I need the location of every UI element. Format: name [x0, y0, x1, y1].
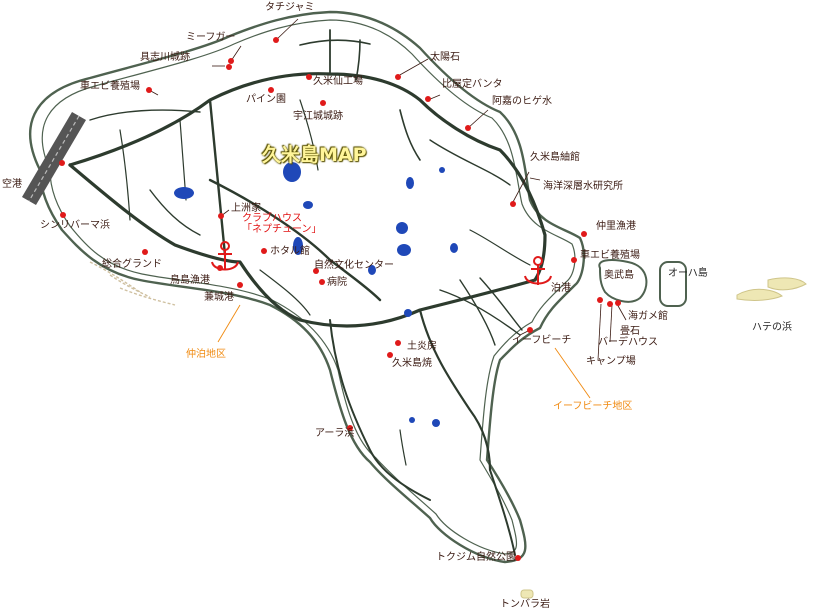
label-pine-garden: パイン園	[246, 94, 286, 105]
label-tomari-port: 泊港	[551, 283, 571, 294]
dot-gushikawa	[226, 64, 232, 70]
sandbars	[89, 261, 176, 306]
dot-turtle	[615, 300, 621, 306]
label-taiyoseki: 太陽石	[430, 52, 460, 63]
dot-kaneshiro	[237, 282, 243, 288]
label-nakazato-port: 仲里漁港	[596, 221, 636, 232]
dot-aara	[347, 425, 353, 431]
label-tachijami: タチジャミ	[265, 2, 315, 13]
dot-taiyoseki	[395, 74, 401, 80]
label-eef-beach: イーフビーチ	[512, 335, 572, 346]
label-shrimp-farm-e: 車エビ養殖場	[580, 250, 640, 261]
label-shinri-beach: シンリバーマ浜	[40, 220, 110, 231]
area-leader-lines	[217, 304, 591, 399]
label-hospital: 病院	[327, 277, 347, 288]
coastline	[29, 10, 585, 564]
dot-nature	[313, 268, 319, 274]
label-torishima-port: 鳥島漁港	[170, 275, 210, 286]
dot-aka	[465, 125, 471, 131]
label-tsumugi: 久米島紬館	[530, 152, 580, 163]
label-ou-island: オーハ島	[668, 268, 708, 279]
dot-mifuga	[228, 58, 234, 64]
label-tokujimu-park: トクジム自然公園	[436, 552, 516, 563]
dot-hospital	[319, 279, 325, 285]
label-ojima: 奥武島	[604, 270, 634, 281]
dot-airport	[59, 160, 65, 166]
anchor-icon	[524, 256, 552, 285]
label-eef-area: イーフビーチ地区	[553, 401, 633, 412]
dot-doenbo	[395, 340, 401, 346]
label-hotaru: ホタル館	[270, 246, 310, 257]
dot-torishima	[217, 265, 223, 271]
label-neptune: 「ネプチューン」	[242, 224, 322, 235]
label-tonbara-rock: トンバラ岩	[500, 599, 550, 610]
label-sports-ground: 総合グランド	[102, 259, 162, 270]
label-kume-yaki: 久米島焼	[392, 358, 432, 369]
dot-shrimp-e	[571, 257, 577, 263]
label-airport: 空港	[2, 179, 22, 190]
dot-tokujimu	[515, 555, 521, 561]
map-title: 久米島MAP	[262, 144, 367, 166]
label-camp-site: キャンプ場	[586, 356, 636, 367]
label-turtle-hall: 海ガメ館	[628, 311, 668, 322]
label-kume-sengyo: 久米仙工場	[313, 76, 363, 87]
dot-uegusuku	[320, 100, 326, 106]
label-club-house: クラブハウス	[242, 213, 302, 224]
label-uegusuku-castle: 宇江城城跡	[293, 111, 343, 122]
dot-kume-yaki	[387, 352, 393, 358]
dot-ojima	[597, 297, 603, 303]
islands	[520, 259, 807, 599]
dot-kume-sengyo	[306, 74, 312, 80]
label-hiyajo-banta: 比屋定バンタ	[442, 79, 503, 90]
airport-runway	[22, 112, 86, 205]
label-aara-beach: アーラ浜	[315, 428, 355, 439]
dot-deep-sea	[510, 201, 516, 207]
label-kaneshiro-port: 兼城港	[204, 292, 234, 303]
label-gushikawa-castle: 具志川城跡	[140, 52, 190, 63]
label-tatamiishi: 畳石	[620, 326, 640, 337]
dot-hiyajo	[425, 96, 431, 102]
dot-hotaru	[261, 248, 267, 254]
label-barbecue: バーデハウス	[598, 337, 658, 348]
dot-barbecue	[607, 301, 613, 307]
dot-eef	[527, 327, 533, 333]
anchor-icon	[211, 241, 239, 271]
dot-tachijami	[273, 37, 279, 43]
road-network	[68, 29, 547, 556]
dot-shrimp-w	[146, 87, 152, 93]
label-nakadomari-area: 仲泊地区	[186, 349, 226, 360]
label-hate-beach: ハテの浜	[752, 322, 792, 333]
ponds	[174, 162, 458, 427]
dot-grand	[142, 249, 148, 255]
dot-kamisuga	[218, 213, 224, 219]
label-aka-hige: 阿嘉のヒゲ水	[492, 96, 552, 107]
dot-nakazato	[581, 231, 587, 237]
label-kamisuga: 上洲家	[231, 203, 261, 214]
label-mifuga: ミーフガー	[186, 32, 236, 43]
label-doenbo: 土炎房	[407, 341, 437, 352]
label-shrimp-farm-w: 車エビ養殖場	[80, 81, 140, 92]
dot-pine	[268, 87, 274, 93]
label-nature-center: 自然文化センター	[314, 260, 394, 271]
dot-shinri	[60, 212, 66, 218]
label-deep-sea: 海洋深層水研究所	[543, 181, 623, 192]
